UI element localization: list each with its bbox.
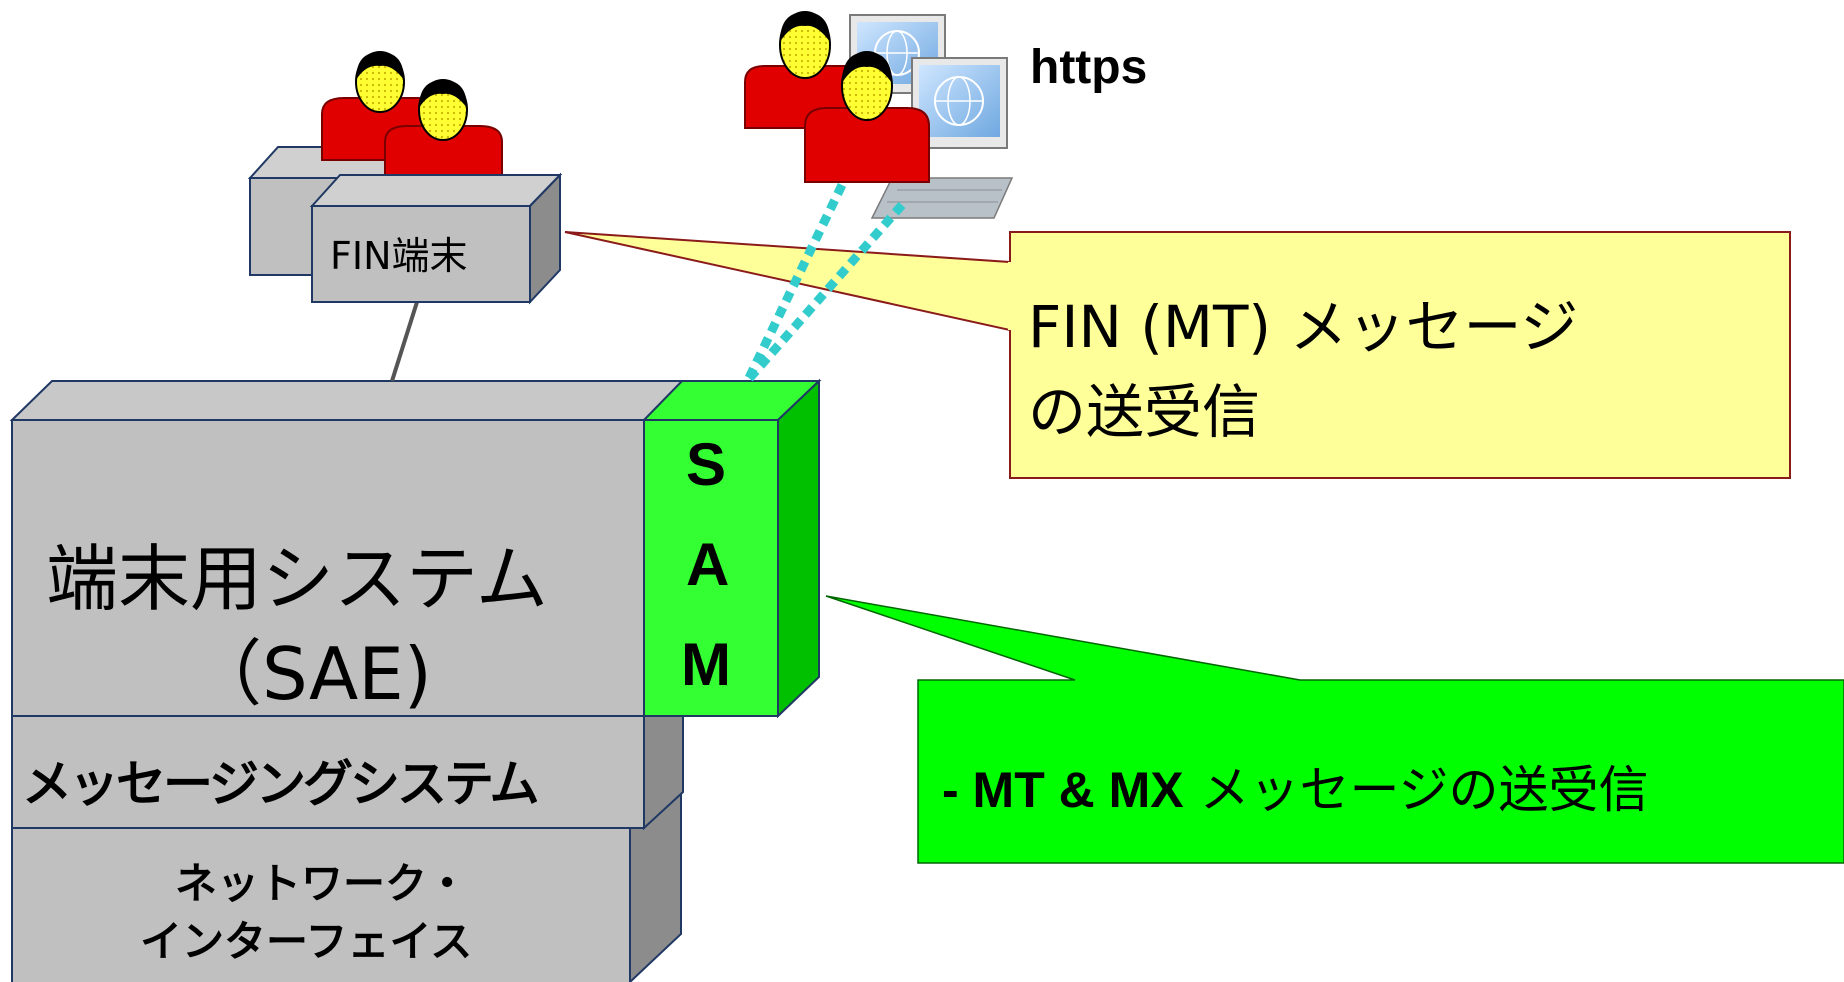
sam-letter-a: A bbox=[686, 531, 730, 598]
sae-title-line1: 端末用システム bbox=[46, 537, 548, 621]
messaging-system-label: メッセージングシステム bbox=[22, 755, 539, 813]
https-link-lines bbox=[743, 183, 906, 383]
network-interface-line2: インターフェイス bbox=[140, 917, 473, 966]
computer-user-icon bbox=[744, 11, 930, 183]
fin-callout bbox=[564, 231, 1791, 479]
mx-callout-bold: - MT & MX bbox=[942, 762, 1184, 818]
sam-letter-m: M bbox=[681, 631, 731, 698]
mx-callout-rest: メッセージの送受信 bbox=[1183, 761, 1649, 819]
sam-block bbox=[641, 378, 822, 719]
mx-callout-text: - MT & MX メッセージの送受信 bbox=[942, 750, 1649, 822]
user-group-icon bbox=[321, 51, 503, 193]
sae-block bbox=[9, 380, 683, 717]
sam-letter-s: S bbox=[686, 431, 727, 498]
network-interface-line1: ネットワーク・ bbox=[175, 859, 469, 908]
mx-callout bbox=[825, 595, 1844, 864]
fin-callout-line2: の送受信 bbox=[1028, 378, 1261, 446]
fin-terminal-box bbox=[309, 172, 563, 305]
fin-terminal-label: FIN端末 bbox=[330, 234, 468, 278]
fin-callout-line1: FIN (MT) メッセージ bbox=[1028, 293, 1579, 361]
sae-title-line2: （SAE) bbox=[190, 632, 432, 716]
https-label: https bbox=[1030, 41, 1148, 94]
fin-link-line bbox=[390, 301, 419, 382]
messaging-system-block bbox=[11, 677, 684, 831]
